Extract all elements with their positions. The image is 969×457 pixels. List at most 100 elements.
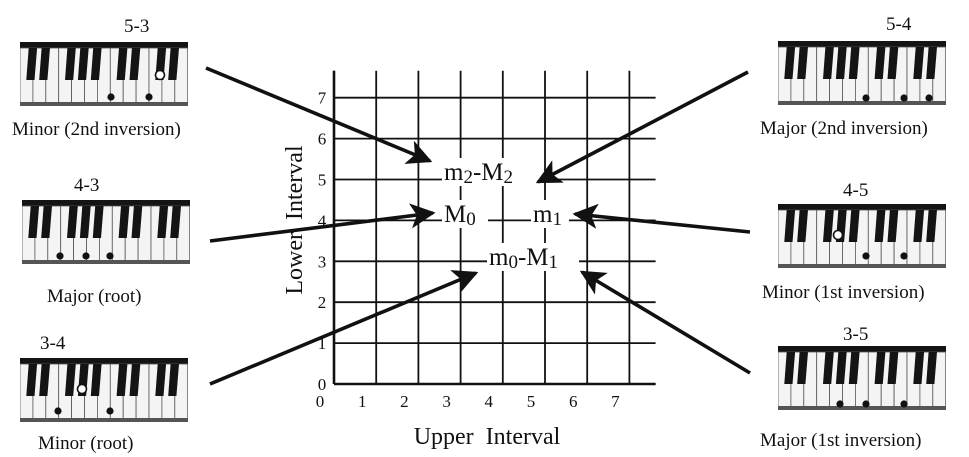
black-key	[797, 210, 808, 242]
y-tick-label: 6	[318, 130, 327, 149]
keyboard-top-rail	[20, 42, 188, 49]
black-key	[874, 352, 886, 384]
note-dot	[900, 252, 908, 260]
black-key	[926, 47, 937, 79]
chord-interval-4-5: 4-5	[843, 180, 869, 201]
y-tick-label: 2	[318, 293, 327, 312]
y-tick-label: 7	[318, 89, 327, 108]
arrow-3-5	[579, 270, 751, 375]
chord-interval-3-4: 3-4	[40, 333, 66, 354]
black-key	[835, 352, 847, 384]
black-key	[887, 352, 899, 384]
note-dot	[925, 94, 933, 102]
black-key	[848, 352, 860, 384]
x-tick-label: 3	[442, 392, 451, 411]
black-key	[28, 206, 40, 238]
chord-name-major-root: Major (root)	[47, 286, 142, 307]
black-key	[926, 210, 937, 242]
point-m2-M2: m2-M2	[444, 159, 513, 188]
keyboard-bottom-rail	[20, 418, 188, 422]
arrow-4-5	[572, 203, 751, 234]
black-key	[823, 210, 834, 242]
keyboard-top-rail	[20, 358, 188, 365]
note-markers	[832, 229, 908, 260]
black-key	[39, 364, 50, 396]
black-key	[784, 352, 796, 384]
black-key	[835, 47, 847, 79]
keyboard-4-3	[22, 200, 190, 264]
keyboard-top-rail	[778, 346, 946, 353]
black-key	[874, 47, 886, 79]
black-key	[90, 48, 102, 80]
black-key	[129, 48, 141, 80]
x-tick-label: 5	[527, 392, 536, 411]
black-key	[39, 48, 50, 80]
arrow-4-3	[209, 203, 436, 243]
arrow-5-3	[205, 66, 433, 164]
black-key	[67, 206, 78, 238]
keyboard-top-rail	[778, 204, 946, 211]
black-key	[77, 48, 89, 80]
note-dot	[836, 400, 844, 408]
black-key	[797, 47, 808, 79]
chord-name-major-2nd-inversion: Major (2nd inversion)	[760, 118, 928, 139]
note-dot	[862, 94, 870, 102]
black-key	[92, 206, 104, 238]
keyboard-4-5	[778, 204, 946, 268]
black-key	[131, 206, 143, 238]
black-key	[118, 206, 130, 238]
note-markers	[107, 69, 166, 101]
keyboard-3-4	[20, 358, 188, 422]
x-tick-label: 1	[358, 392, 367, 411]
black-key	[874, 210, 886, 242]
y-tick-label: 3	[318, 252, 327, 271]
keyboard-5-3	[20, 42, 188, 106]
note-dot	[145, 93, 153, 101]
keyboard-bottom-rail	[22, 260, 190, 264]
black-key	[797, 352, 808, 384]
point-m0-M1: m0-M1	[489, 244, 558, 273]
note-dot	[106, 407, 114, 415]
black-key	[26, 364, 38, 396]
x-tick-labels: 0 1 2 3 4 5 6 7	[316, 392, 620, 411]
x-tick-label: 4	[485, 392, 494, 411]
chord-interval-3-5: 3-5	[843, 324, 869, 345]
note-dot	[862, 400, 870, 408]
black-key	[823, 352, 834, 384]
black-key	[168, 364, 179, 396]
chord-name-major-1st-inversion: Major (1st inversion)	[760, 430, 922, 451]
keyboard-top-rail	[22, 200, 190, 207]
black-key	[65, 48, 76, 80]
note-dot	[900, 94, 908, 102]
arrow-3-4	[209, 270, 479, 386]
note-markers	[836, 400, 908, 408]
note-markers	[56, 252, 114, 260]
note-markers	[862, 94, 933, 102]
black-key	[887, 47, 899, 79]
keyboard-bottom-rail	[20, 102, 188, 106]
y-axis-label: Lower Interval	[282, 145, 308, 295]
note-dot	[56, 252, 64, 260]
black-key	[913, 210, 925, 242]
chord-interval-5-4: 5-4	[886, 14, 912, 35]
mapping-arrows	[205, 66, 751, 386]
chord-name-minor-2nd-inversion: Minor (2nd inversion)	[12, 119, 181, 140]
x-tick-label: 6	[569, 392, 578, 411]
chord-name-minor-1st-inversion: Minor (1st inversion)	[762, 282, 925, 303]
x-tick-label: 0	[316, 392, 325, 411]
note-dot	[106, 252, 114, 260]
black-key	[848, 47, 860, 79]
black-key	[168, 48, 179, 80]
note-dot	[54, 407, 62, 415]
black-key	[90, 364, 102, 396]
black-key	[170, 206, 181, 238]
keyboard-5-4	[778, 41, 946, 105]
black-key	[129, 364, 141, 396]
x-tick-label: 2	[400, 392, 409, 411]
note-dot	[107, 93, 115, 101]
note-dot-hollow	[154, 69, 166, 81]
black-key	[784, 210, 796, 242]
x-tick-label: 7	[611, 392, 620, 411]
